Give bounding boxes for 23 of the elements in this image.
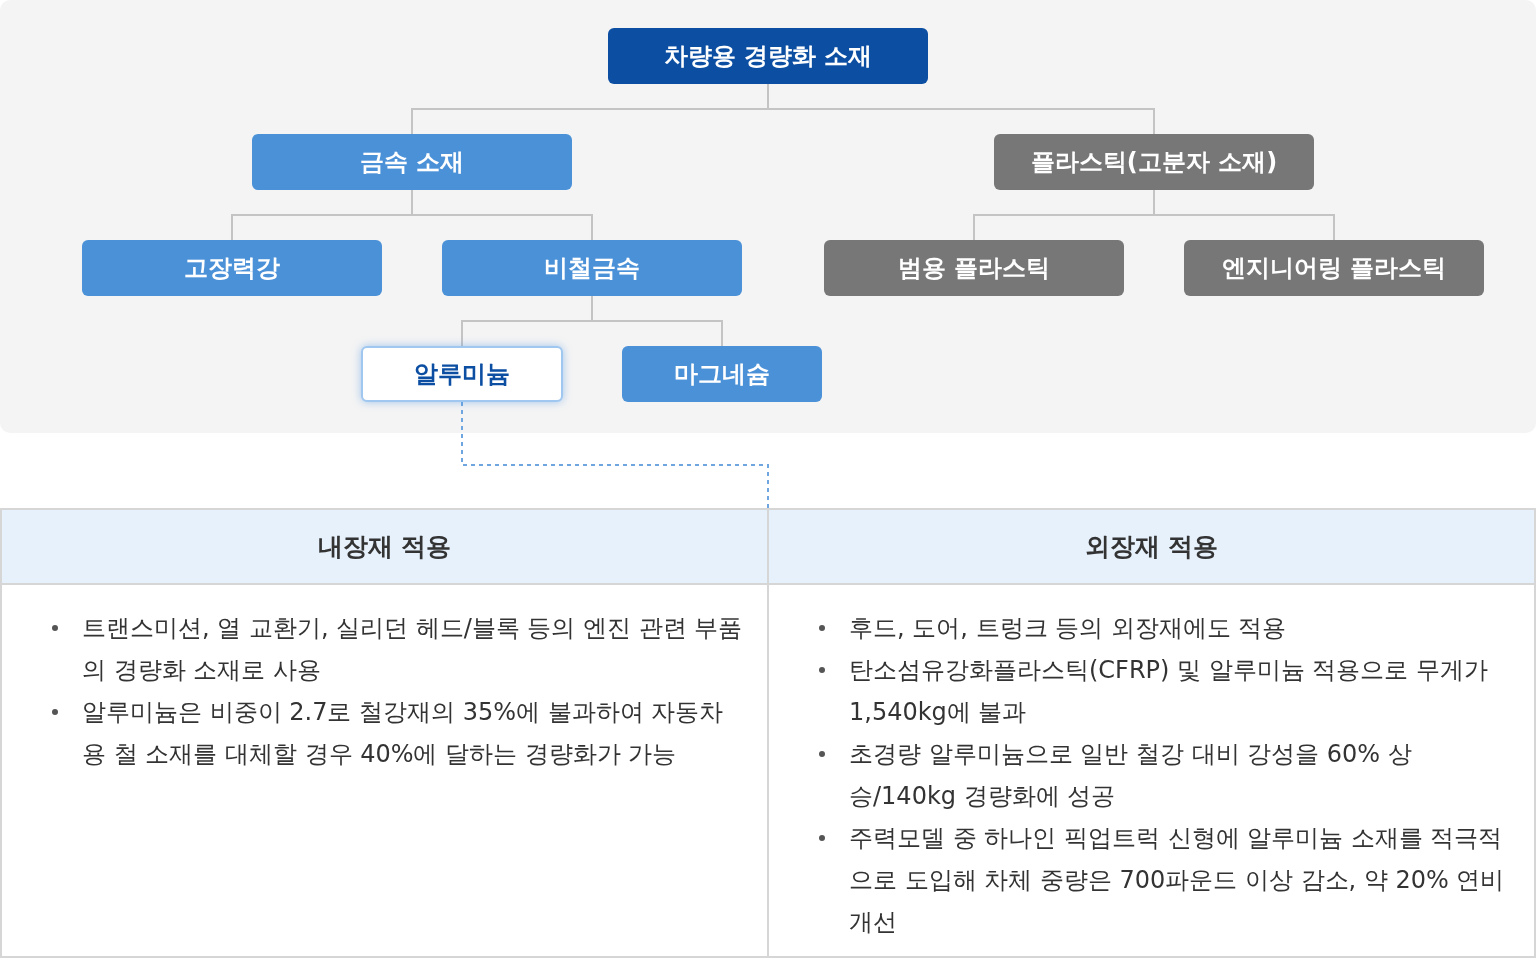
- category-box: 알루미늄: [361, 346, 563, 402]
- category-box: 범용 플라스틱: [824, 240, 1124, 296]
- category-box: 비철금속: [442, 240, 742, 296]
- category-box: 금속 소재: [252, 134, 572, 190]
- tree-connector: [1153, 189, 1335, 241]
- bullet-text: 후드, 도어, 트렁크 등의 외장재에도 적용: [849, 614, 1287, 642]
- category-box: 고장력강: [82, 240, 382, 296]
- category-box: 차량용 경량화 소재: [608, 28, 928, 84]
- category-box: 엔지니어링 플라스틱: [1184, 240, 1484, 296]
- bullet-text: 트랜스미션, 열 교환기, 실리던 헤드/블록 등의 엔진 관련 부품의 경량화 소재로 사용: [82, 614, 743, 684]
- tree-connector: [591, 295, 723, 347]
- bullet-text: 초경량 알루미늄으로 일반 철강 대비 강성을 60% 상승/140kg 경량화에 성공: [849, 740, 1412, 810]
- category-box: 플라스틱(고분자 소재): [994, 134, 1314, 190]
- table-column: [767, 510, 1534, 956]
- category-box: 마그네슘: [622, 346, 822, 402]
- column-header: 외장재 적용: [769, 510, 1534, 585]
- tree-connector: [411, 189, 593, 241]
- bullet-text: 주력모델 중 하나인 픽업트럭 신형에 알루미늄 소재를 적극적으로 도입해 차체 중량은 700파운드 이상 감소, 약 20% 연비 개선: [849, 824, 1505, 936]
- bullet-text: 탄소섬유강화플라스틱(CFRP) 및 알루미늄 적용으로 무게가 1,540kg에 불과: [849, 656, 1488, 726]
- column-header: 내장재 적용: [2, 510, 767, 585]
- bullet-text: 알루미늄은 비중이 2.7로 철강재의 35%에 불과하여 자동차용 철 소재를 대체할 경우 40%에 달하는 경량화가 가능: [82, 698, 724, 768]
- dashed-connector: [461, 401, 769, 509]
- info-table: [0, 508, 1536, 958]
